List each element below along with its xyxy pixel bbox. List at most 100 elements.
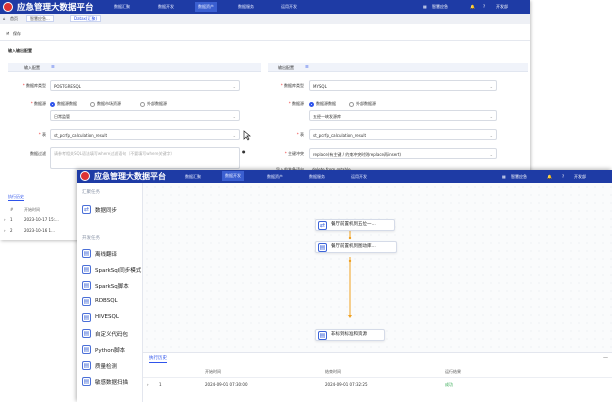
divider <box>0 40 530 41</box>
config-icon: ☰ <box>305 64 309 69</box>
tenant-switch[interactable]: 智慧应急 <box>432 4 448 9</box>
help-icon[interactable]: ? <box>562 174 565 179</box>
app-title: 应急管理大数据平台 <box>94 172 166 181</box>
history-row-time: 2023-10-16 1... <box>24 228 55 233</box>
input-db-type-select[interactable]: POSTGRESQL⌄ <box>50 80 240 91</box>
info-icon[interactable]: ● <box>242 149 246 154</box>
expand-icon[interactable]: › <box>147 382 149 387</box>
grid-icon[interactable]: ▦ <box>423 4 427 9</box>
output-pk-label: * 主键冲突 <box>284 151 304 156</box>
sidebar-item-sparksql-sync[interactable]: ▤SparkSql同步模式 <box>82 265 142 274</box>
close-icon[interactable]: — <box>603 355 608 361</box>
input-source-label: * 数据源 <box>30 101 46 106</box>
sidebar-item-sparksql-script[interactable]: ▤SparkSq脚本 <box>82 281 129 290</box>
input-filter-textarea[interactable]: 请参考相关SQL语法填写where过滤语句（不要填写where关键字） <box>50 147 240 169</box>
history-row-id: 1 <box>10 217 13 222</box>
input-source-radio-1[interactable]: 数据市场资源 <box>90 101 121 107</box>
breadcrumb-tab-2[interactable]: Datax(汇聚) <box>70 15 102 22</box>
output-config-title: 输出配置 <box>278 65 294 70</box>
breadcrumb-home[interactable]: 首页 <box>10 16 18 21</box>
input-table-select[interactable]: st_pcrfp_calculation_result⌄ <box>50 129 240 140</box>
input-config-header: 输入配置 ☰ <box>8 63 261 72</box>
sidebar-item-custom-code[interactable]: ▤自定义代码包 <box>82 329 129 338</box>
sidebar-item-hivesql[interactable]: ▤HIVESQL <box>82 313 119 322</box>
chevron-down-icon: ⌄ <box>489 133 493 138</box>
dag-node-2[interactable]: ▤餐厅前置机到图动库... <box>315 241 397 253</box>
nav-data-service[interactable]: 数据服务 <box>238 4 254 9</box>
bell-icon[interactable]: 🔔 <box>547 174 552 179</box>
dag-canvas[interactable]: ⇄餐厅前置机到五位一... ▤餐厅前置机到图动库... ▤非标到标准和资源 <box>143 183 612 352</box>
output-table-select[interactable]: st_pcrfp_calculation_result⌄ <box>309 129 497 140</box>
sidebar-item-quality-check[interactable]: ▤质量检测 <box>82 361 118 370</box>
sidebar-item-sensitive-scan[interactable]: ▤敏感数据扫描 <box>82 377 129 386</box>
script-icon: ▤ <box>82 281 91 290</box>
output-source-radio-0[interactable]: 数据源数据 <box>309 101 336 107</box>
nav-data-asset[interactable]: 数据资产 <box>267 174 283 179</box>
save-icon[interactable]: 🗎 <box>6 31 10 36</box>
output-pre-sql-value[interactable]: delete from @table <box>312 167 351 172</box>
nav-data-collect[interactable]: 数据汇聚 <box>114 4 130 9</box>
dag-edges <box>348 231 352 318</box>
nav-data-dev[interactable]: 数据开发 <box>222 171 244 181</box>
chevron-down-icon: ⌄ <box>489 114 493 119</box>
nav-data-collect[interactable]: 数据汇聚 <box>185 174 201 179</box>
sidebar-item-data-sync[interactable]: ⇄数据同步 <box>82 205 118 214</box>
app-logo <box>80 171 90 181</box>
sidebar-item-offline[interactable]: ▤离线翻译 <box>82 249 118 258</box>
expand-icon[interactable]: › <box>4 217 6 222</box>
output-pre-sql-label: 导入前准备语句 <box>240 167 304 173</box>
history-tab[interactable]: 执行历史 <box>8 194 24 201</box>
input-db-type-label: * 数据库类型 <box>22 83 46 88</box>
history-col-id: # <box>10 207 14 212</box>
expand-icon[interactable]: › <box>4 228 6 233</box>
output-source-select[interactable]: 五经一峡发源库⌄ <box>309 110 497 121</box>
nav-data-asset[interactable]: 数据资产 <box>195 2 217 12</box>
sync-icon: ⇄ <box>82 205 91 214</box>
top-header: 应急管理大数据平台 数据汇聚 数据开发 数据资产 数据服务 运用开发 ▦ 智慧应… <box>77 170 612 183</box>
sidebar-item-rdbsql[interactable]: ▤RDBSQL <box>82 297 118 306</box>
help-icon[interactable]: ? <box>483 4 486 9</box>
nav-data-dev[interactable]: 数据开发 <box>158 4 174 9</box>
tenant-switch[interactable]: 智慧应急 <box>511 174 527 179</box>
script-icon: ▤ <box>82 249 91 258</box>
script-icon: ▤ <box>82 297 91 306</box>
nav-app-dev[interactable]: 运用开发 <box>281 4 297 9</box>
output-pk-select[interactable]: replace(有主键 / 约束冲突时则replace再insert)⌄ <box>309 148 497 159</box>
dag-node-3[interactable]: ▤非标到标准和资源 <box>315 329 385 341</box>
dag-node-1[interactable]: ⇄餐厅前置机到五位一... <box>315 219 395 231</box>
row-start-time: 2024-09-01 07:30:00 <box>205 382 248 387</box>
col-result: 运行结果 <box>445 369 461 374</box>
sidebar-item-python[interactable]: ▤Python脚本 <box>82 345 126 354</box>
script-icon: ▤ <box>318 331 327 340</box>
script-icon: ▤ <box>82 361 91 370</box>
input-source-select[interactable]: 日常监管⌄ <box>50 110 240 121</box>
nav-data-service[interactable]: 数据服务 <box>309 174 325 179</box>
script-icon: ▤ <box>82 345 91 354</box>
save-button[interactable]: 保存 <box>13 31 21 36</box>
row-result-status: 成功 <box>445 382 453 387</box>
breadcrumb-tab-1[interactable]: 智慧应急... <box>26 15 54 22</box>
execution-history-panel: 执行历史 — 开始时间 结束时间 运行结果 › 1 2024-09-01 07:… <box>143 352 612 402</box>
output-source-radio-1[interactable]: 外部数据源 <box>349 101 376 107</box>
input-source-radio-0[interactable]: 数据源数据 <box>50 101 77 107</box>
chevron-down-icon: ⌄ <box>232 133 236 138</box>
history-tab[interactable]: 执行历史 <box>149 356 167 363</box>
nav-app-dev[interactable]: 运用开发 <box>351 174 367 179</box>
history-row-id: 2 <box>10 228 13 233</box>
bell-icon[interactable]: 🔔 <box>470 4 475 9</box>
user-menu[interactable]: 开发部 <box>574 174 586 179</box>
front-window: 应急管理大数据平台 数据汇聚 数据开发 数据资产 数据服务 运用开发 ▦ 智慧应… <box>77 170 612 402</box>
input-source-radio-2[interactable]: 外部数据源 <box>140 101 167 107</box>
section-title: 输入输出配置 <box>8 48 32 53</box>
user-menu[interactable]: 开发部 <box>496 4 508 9</box>
grid-icon[interactable]: ▦ <box>502 174 506 179</box>
history-col-time: 开始时间 <box>24 207 40 212</box>
home-icon[interactable]: ⌂ <box>3 16 6 21</box>
top-header: 应急管理大数据平台 数据汇聚 数据开发 数据资产 数据服务 运用开发 ▦ 智慧应… <box>0 0 530 14</box>
chevron-down-icon: ⌄ <box>232 114 236 119</box>
chevron-down-icon: ⌄ <box>489 152 493 157</box>
output-db-type-select[interactable]: MYSQL⌄ <box>309 80 497 91</box>
output-source-label: * 数据源 <box>288 101 304 106</box>
edge-port <box>348 259 352 263</box>
row-id: 1 <box>159 382 162 387</box>
